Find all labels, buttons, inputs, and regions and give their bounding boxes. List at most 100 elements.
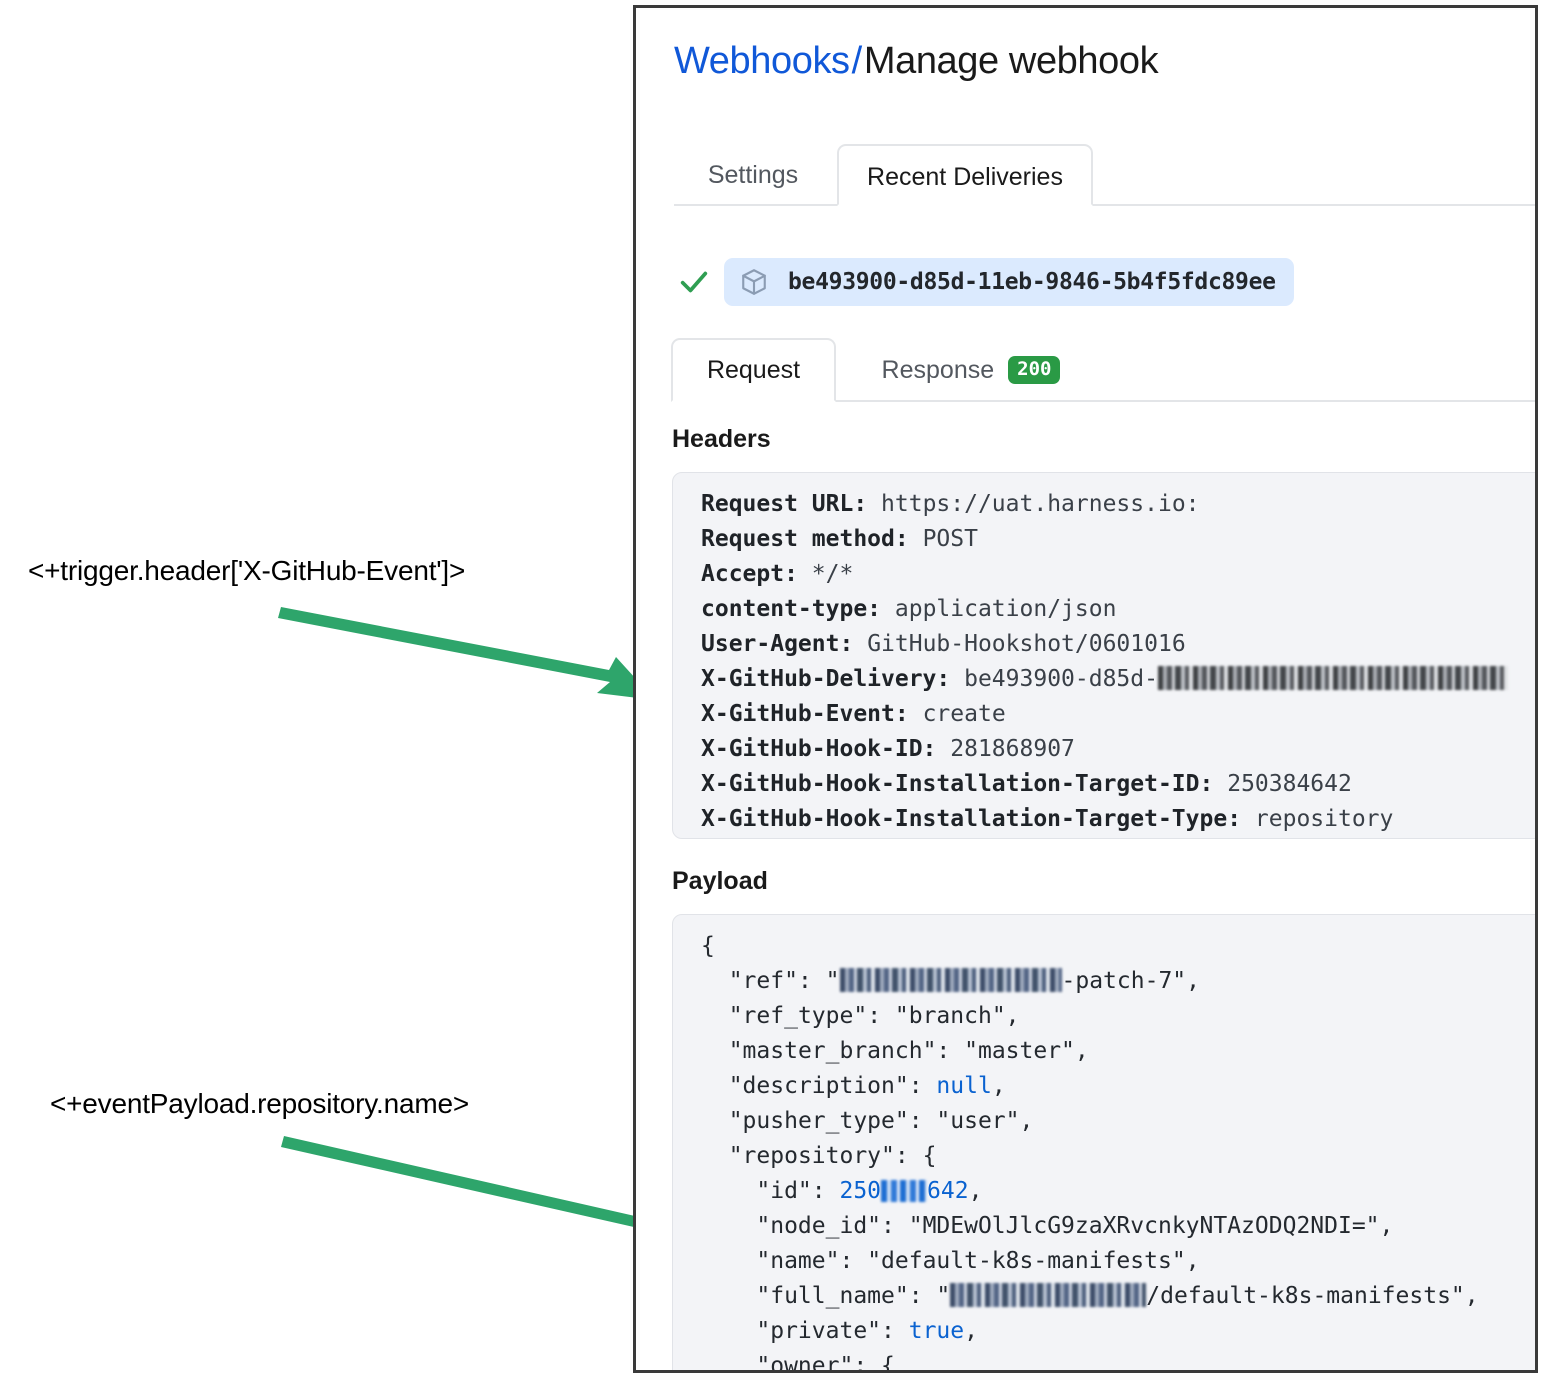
payload-quote: " [825,968,840,994]
header-line: Request URL: https://uat.harness.io: [701,487,1535,522]
header-value: */* [811,561,854,587]
header-key: X-GitHub-Delivery: [701,666,951,692]
page-title: Manage webhook [863,40,1159,82]
check-icon [674,262,714,302]
payload-line: "private": true, [756,1318,978,1344]
header-value: POST [922,526,978,552]
payload-key: "ref" [728,968,798,994]
header-key: content-type: [701,596,882,622]
arrow-to-x-github-event [278,607,655,700]
tab-settings[interactable]: Settings [707,161,799,189]
header-value: application/json [894,596,1117,622]
delivery-id-text: be493900-d85d-11eb-9846-5b4f5fdc89ee [788,269,1276,295]
header-value: 281868907 [950,736,1075,762]
header-key: X-GitHub-Hook-ID: [701,736,937,762]
payload-line: "master_branch": "master", [728,1038,1089,1064]
payload-key: "id" [756,1178,812,1204]
payload-value: "MDEwOlJlcG9zaXRvcnkyNTAzODQ2NDI=" [908,1213,1380,1239]
header-key: X-GitHub-Hook-Installation-Target-ID: [701,771,1214,797]
payload-line: "name": "default-k8s-manifests", [756,1248,1200,1274]
payload-value: /default-k8s-manifests" [1146,1283,1465,1309]
webhook-tabbar: Settings Recent Deliveries [674,119,1535,206]
payload-line: "node_id": "MDEwOlJlcG9zaXRvcnkyNTAzODQ2… [756,1213,1394,1239]
header-line: User-Agent: GitHub-Hookshot/0601016 [701,627,1535,662]
header-key: Request method: [701,526,909,552]
payload-section-label: Payload [672,867,768,895]
payload-line: "pusher_type": "user", [728,1108,1034,1134]
payload-key: "name" [756,1248,840,1274]
payload-quote: " [936,1283,951,1309]
payload-key: "repository" [728,1143,895,1169]
payload-key: "description" [728,1073,909,1099]
payload-line: "full_name": "/default-k8s-manifests", [756,1283,1479,1309]
header-key: X-GitHub-Hook-Installation-Target-Type: [701,806,1242,832]
redacted-repo-id [881,1180,928,1202]
payload-value: null [936,1073,992,1099]
redacted-username [839,968,1062,992]
header-line: Accept: */* [701,557,1535,592]
headers-code-box: Request URL: https://uat.harness.io: Req… [672,472,1535,839]
tab-response[interactable]: Response 200 [846,338,1096,402]
headers-section-label: Headers [672,425,771,453]
payload-value: -patch-7" [1061,968,1187,994]
header-line: Request method: POST [701,522,1535,557]
status-badge: 200 [1008,356,1061,384]
header-value: https://uat.harness.io: [881,491,1200,517]
header-key: Request URL: [701,491,868,517]
payload-key: "pusher_type" [728,1108,909,1134]
delivery-id-chip[interactable]: be493900-d85d-11eb-9846-5b4f5fdc89ee [724,258,1294,306]
breadcrumb: Webhooks/Manage webhook [674,40,1159,83]
header-key: Accept: [701,561,798,587]
header-value: GitHub-Hookshot/0601016 [867,631,1186,657]
payload-line: "repository": { [728,1143,937,1169]
payload-key: "private" [756,1318,882,1344]
header-key: User-Agent: [701,631,854,657]
payload-line: "ref": "-patch-7", [728,968,1200,994]
header-value: repository [1254,806,1394,832]
payload-key: "master_branch" [728,1038,937,1064]
payload-value-suffix: 642 [927,1178,969,1204]
payload-value: 250 [839,1178,882,1204]
payload-key: "ref_type" [728,1003,868,1029]
arrow-to-repository-name [281,1136,717,1252]
header-line: X-GitHub-Delivery: be493900-d85d- [701,662,1535,697]
header-line: X-GitHub-Hook-Installation-Target-ID: 25… [701,767,1535,802]
header-line: X-GitHub-Hook-ID: 281868907 [701,732,1535,767]
redacted-owner-login [950,1283,1147,1307]
package-icon [738,266,770,298]
payload-value: "master" [964,1038,1075,1064]
header-value: be493900-d85d- [964,666,1158,692]
payload-value: { [922,1143,937,1169]
payload-value: true [908,1318,965,1344]
payload-value: "user" [936,1108,1020,1134]
payload-line: { [701,929,1535,964]
header-value: 250384642 [1227,771,1352,797]
payload-key: "full_name" [756,1283,909,1309]
payload-code-box: { "ref": "-patch-7", "ref_type": "branch… [672,914,1535,1370]
manage-webhook-panel: Webhooks/Manage webhook Settings Recent … [633,5,1538,1373]
header-line: content-type: application/json [701,592,1535,627]
tab-request-label: Request [706,355,801,384]
header-value: create [922,701,1006,727]
payload-line: "owner": { [701,1349,1535,1370]
payload-text: { [701,933,715,959]
payload-key: "owner" [756,1353,854,1370]
redacted-delivery-uuid [1157,666,1508,690]
payload-value: { [881,1353,895,1370]
payload-value: "branch" [894,1003,1006,1029]
panel-content: Webhooks/Manage webhook Settings Recent … [636,8,1535,1370]
delivery-row[interactable]: be493900-d85d-11eb-9846-5b4f5fdc89ee [674,256,1294,308]
request-response-tabbar: Request Response 200 [671,330,1535,402]
header-key: X-GitHub-Event: [701,701,909,727]
payload-key: "node_id" [756,1213,882,1239]
tab-request[interactable]: Request [671,338,836,402]
breadcrumb-link-webhooks[interactable]: Webhooks [674,40,850,82]
header-line: X-GitHub-Event: create [701,697,1535,732]
tab-recent-deliveries[interactable]: Recent Deliveries [837,144,1093,206]
payload-value: "default-k8s-manifests" [867,1248,1186,1274]
payload-line: "description": null, [728,1073,1006,1099]
tab-response-label: Response [881,355,995,384]
payload-line: "ref_type": "branch", [728,1003,1020,1029]
